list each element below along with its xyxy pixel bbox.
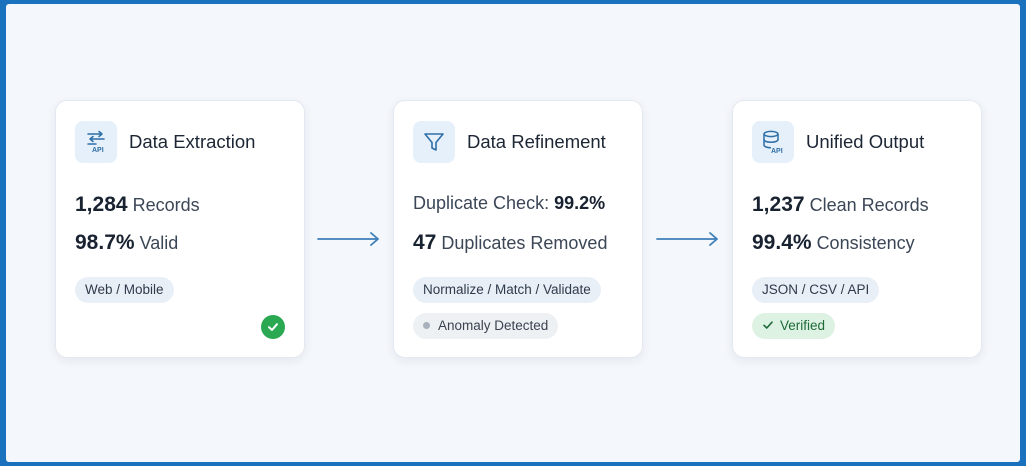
verified-status-badge: Verified bbox=[752, 313, 836, 339]
status-label: Anomaly Detected bbox=[438, 318, 549, 333]
card-header: API Unified Output bbox=[752, 121, 924, 163]
pipeline-canvas: API Data Extraction 1,284 Records 98.7% … bbox=[6, 4, 1020, 462]
card-title: Data Extraction bbox=[129, 131, 256, 152]
status-label: Verified bbox=[780, 318, 826, 333]
format-tag: JSON / CSV / API bbox=[752, 277, 880, 303]
api-transfer-icon: API bbox=[75, 121, 117, 163]
card-title: Unified Output bbox=[806, 131, 925, 152]
stat-value: 47 bbox=[413, 231, 437, 254]
card-header: Data Refinement bbox=[413, 121, 606, 163]
records-stat: 1,284 Records bbox=[75, 193, 200, 217]
stat-value: 99.4% bbox=[752, 231, 812, 254]
check-circle-icon bbox=[261, 315, 285, 339]
filter-icon bbox=[413, 121, 455, 163]
checkmark-icon bbox=[763, 321, 773, 329]
consistency-stat: 99.4% Consistency bbox=[752, 231, 915, 255]
stage-card-data-extraction: API Data Extraction 1,284 Records 98.7% … bbox=[55, 100, 305, 358]
process-tag: Normalize / Match / Validate bbox=[413, 277, 601, 303]
stat-value: 1,237 bbox=[752, 193, 805, 216]
stage-card-data-refinement: Data Refinement Duplicate Check: 99.2% 4… bbox=[393, 100, 643, 358]
stat-label: Clean Records bbox=[809, 195, 929, 215]
svg-text:API: API bbox=[771, 148, 783, 155]
status-dot-icon bbox=[423, 322, 430, 329]
arrow-right-icon bbox=[317, 232, 379, 246]
card-title: Data Refinement bbox=[467, 131, 606, 152]
stage-card-unified-output: API Unified Output 1,237 Clean Records 9… bbox=[732, 100, 982, 358]
stat-label: Valid bbox=[139, 233, 179, 253]
valid-stat: 98.7% Valid bbox=[75, 231, 178, 255]
arrow-right-icon bbox=[656, 232, 718, 246]
stat-label: Duplicate Check: bbox=[413, 193, 550, 213]
stat-value: 98.7% bbox=[75, 231, 135, 254]
card-header: API Data Extraction bbox=[75, 121, 255, 163]
duplicates-removed-stat: 47 Duplicates Removed bbox=[413, 231, 607, 255]
database-api-icon: API bbox=[752, 121, 794, 163]
stat-value: 99.2% bbox=[554, 193, 606, 213]
stat-label: Records bbox=[132, 195, 200, 215]
clean-records-stat: 1,237 Clean Records bbox=[752, 193, 929, 217]
svg-text:API: API bbox=[92, 147, 104, 154]
stat-label: Duplicates Removed bbox=[441, 233, 608, 253]
duplicate-check-stat: Duplicate Check: 99.2% bbox=[413, 193, 605, 214]
source-tag: Web / Mobile bbox=[75, 277, 174, 303]
stat-value: 1,284 bbox=[75, 193, 128, 216]
anomaly-status-badge: Anomaly Detected bbox=[413, 313, 559, 339]
stat-label: Consistency bbox=[816, 233, 915, 253]
